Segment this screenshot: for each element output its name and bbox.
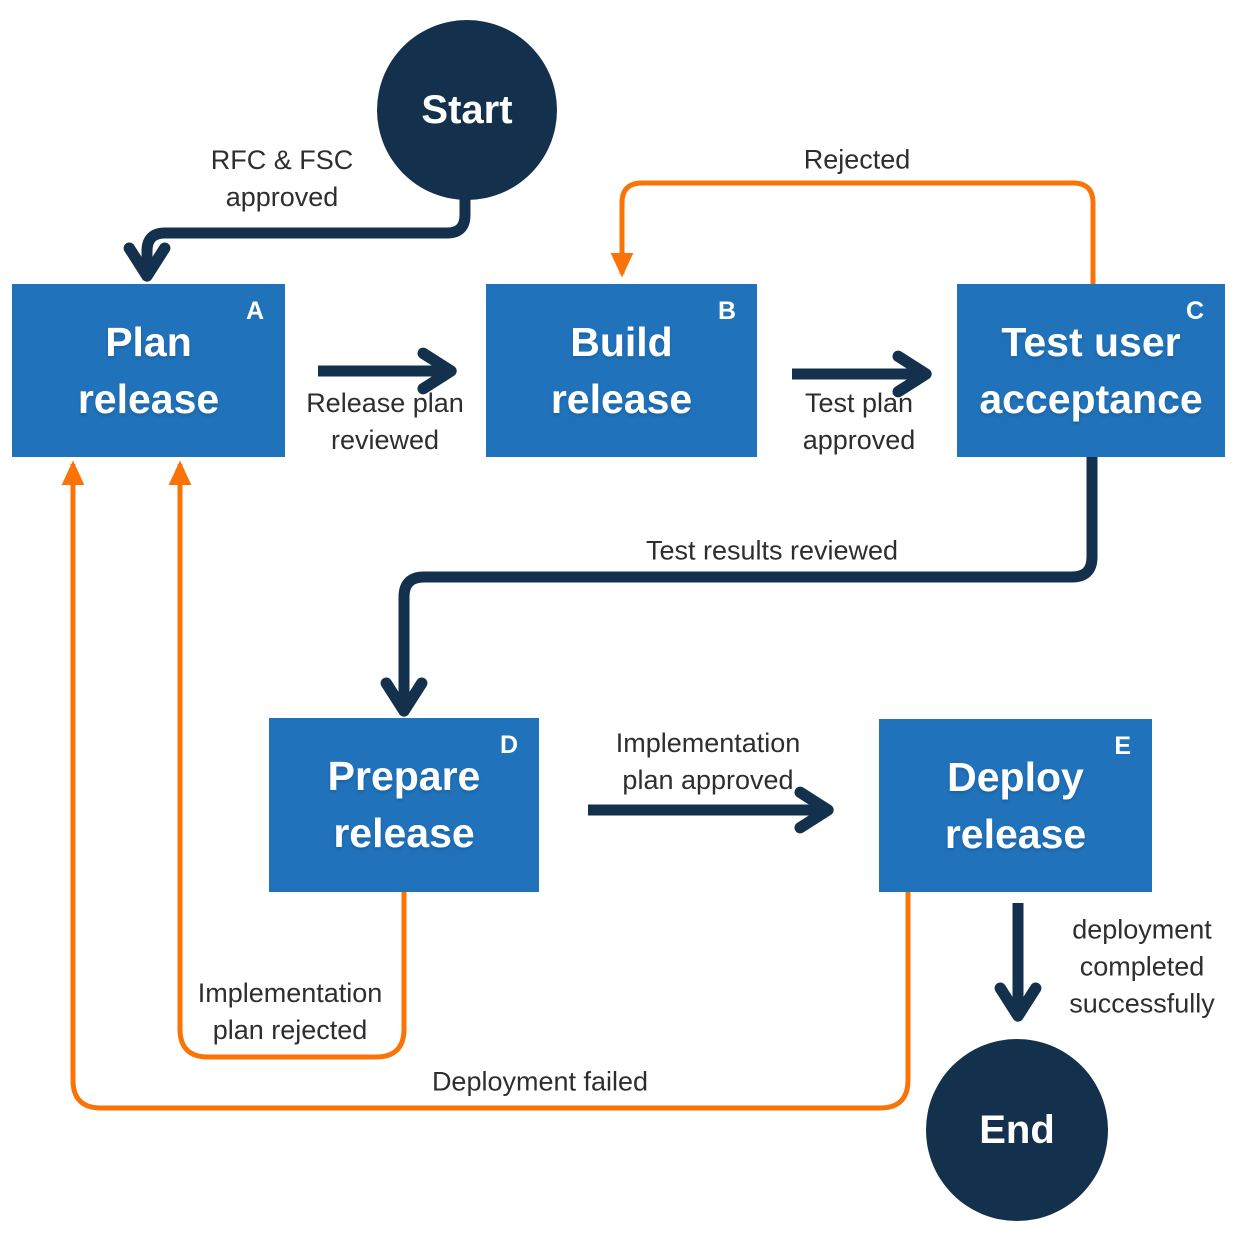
label-rejected: Rejected xyxy=(803,144,911,175)
edge-test-to-prepare xyxy=(380,457,1098,717)
label-implementation-plan-approved: Implementation plan approved xyxy=(615,728,801,795)
box-label: Prepare release xyxy=(327,753,481,856)
label-deployment-completed-successfully: deployment completed successfully xyxy=(1069,914,1215,1019)
edge-start-to-plan xyxy=(123,197,471,282)
node-start: Start xyxy=(377,20,557,200)
box-label: Build release xyxy=(550,318,693,422)
box-deploy-release: Deploy release E xyxy=(879,719,1152,892)
start-label: Start xyxy=(421,87,513,132)
box-letter-badge: E xyxy=(1114,732,1131,760)
box-letter-badge: B xyxy=(717,297,736,325)
box-label: Deploy release xyxy=(944,753,1087,857)
box-test-user-acceptance: Test user acceptance C xyxy=(957,284,1225,457)
label-deployment-failed: Deployment failed xyxy=(431,1066,649,1097)
label-rfc-fsc-approved: RFC & FSC approved xyxy=(210,145,354,212)
label-test-plan-approved: Test plan approved xyxy=(802,388,916,455)
end-label: End xyxy=(979,1107,1055,1152)
box-label: Test user acceptance xyxy=(979,318,1203,422)
node-end: End xyxy=(926,1039,1108,1221)
edge-prepare-to-plan-rejected xyxy=(168,460,407,1060)
box-prepare-release: Prepare release D xyxy=(269,718,539,892)
box-label: Plan release xyxy=(77,318,220,422)
box-letter-badge: A xyxy=(245,297,264,325)
box-letter-badge: D xyxy=(499,731,518,759)
box-letter-badge: C xyxy=(1185,297,1204,325)
label-test-results-reviewed: Test results reviewed xyxy=(645,535,899,566)
box-build-release: Build release B xyxy=(486,284,757,457)
edge-deploy-to-plan-failed xyxy=(61,460,911,1111)
box-plan-release: Plan release A xyxy=(12,284,285,457)
edge-test-to-build-rejected xyxy=(610,180,1096,284)
label-implementation-plan-rejected: Implementation plan rejected xyxy=(197,978,383,1045)
label-release-plan-reviewed: Release plan reviewed xyxy=(306,388,464,455)
